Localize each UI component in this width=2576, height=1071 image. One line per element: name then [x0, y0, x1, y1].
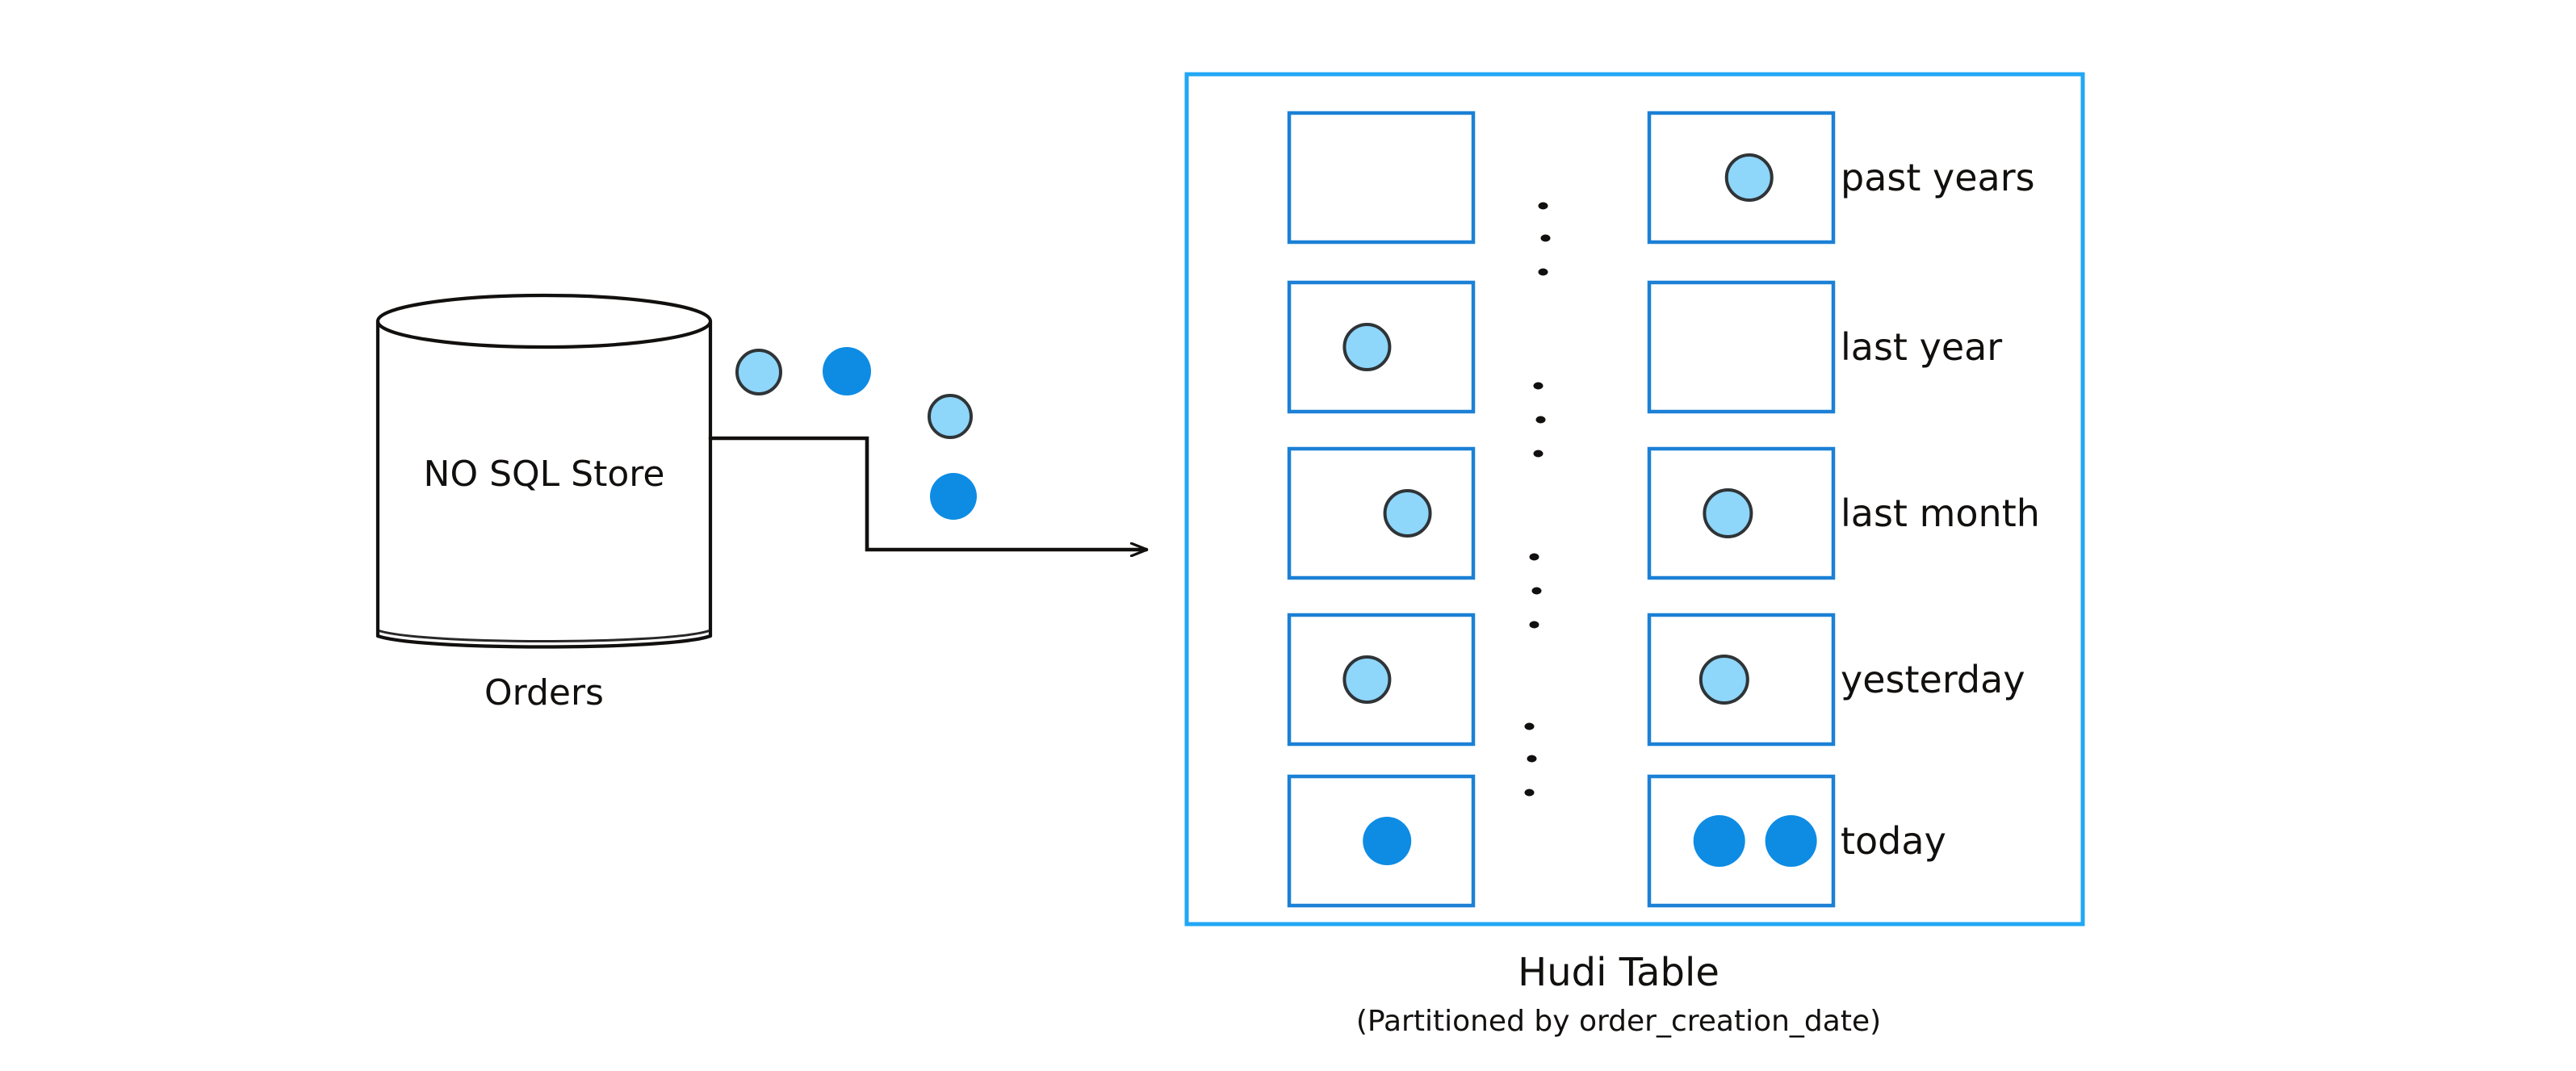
partition-record [1342, 323, 1392, 371]
nosql-store-cylinder [375, 293, 713, 649]
ellipsis-dot [1527, 755, 1537, 763]
partition-record [1724, 153, 1774, 202]
partition-record [1698, 655, 1749, 705]
partition-label: yesterday [1841, 658, 2025, 701]
partition-file-box-right [1647, 280, 1836, 414]
partition-row: yesterday [1287, 613, 2025, 747]
ellipsis-dot [1524, 789, 1535, 797]
ellipsis-dot [1531, 587, 1542, 595]
ellipsis-dot [1535, 416, 1546, 424]
ellipsis-dot [1540, 234, 1551, 242]
partition-row: past years [1287, 111, 2035, 245]
hudi-table-title: Hudi Table [1518, 950, 1719, 995]
ellipsis-dot [1529, 621, 1539, 629]
ellipsis-dot [1529, 553, 1539, 561]
store-caption: Orders [484, 672, 604, 713]
partition-row: last month [1287, 446, 2040, 580]
partition-rows: past years last year last month yesterday to… [1287, 111, 2040, 908]
in-flight-record [735, 349, 782, 395]
in-flight-record [928, 394, 973, 439]
partition-file-box-left [1287, 111, 1476, 245]
ellipsis-dot [1538, 268, 1548, 276]
partition-label: last month [1841, 492, 2040, 535]
partition-label: today [1841, 819, 1946, 863]
hudi-table-subtitle: (Partitioned by order_creation_date) [1356, 1005, 1881, 1038]
partition-record [1693, 815, 1745, 867]
ellipsis-column [1524, 202, 1551, 797]
partition-label: past years [1841, 156, 2035, 199]
partition-row: today [1287, 774, 1946, 908]
partition-file-box-left [1287, 446, 1476, 580]
ellipsis-dot [1533, 450, 1544, 458]
partition-record [1342, 655, 1392, 704]
partition-record [1363, 817, 1412, 865]
partition-row: last year [1287, 280, 2002, 414]
partition-record [1383, 489, 1432, 538]
in-flight-record [930, 473, 977, 520]
partition-record [1765, 815, 1817, 867]
partition-label: last year [1841, 325, 2002, 369]
ingest-arrow [708, 436, 1149, 550]
in-flight-record [823, 347, 871, 395]
in-flight-records [735, 347, 977, 520]
ellipsis-dot [1538, 202, 1548, 210]
partition-record [1703, 488, 1753, 538]
ellipsis-dot [1524, 722, 1535, 730]
store-label: NO SQL Store [424, 454, 665, 495]
ellipsis-dot [1533, 382, 1544, 390]
